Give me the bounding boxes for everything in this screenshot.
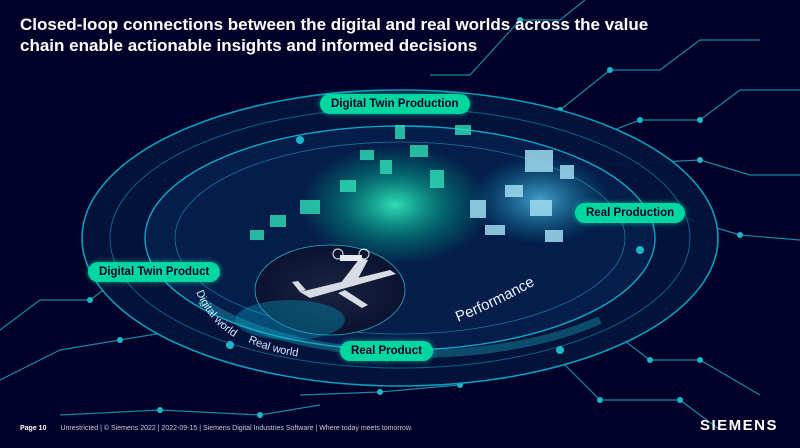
title-line-2: chain enable actionable insights and inf… (20, 36, 478, 55)
real-product-glow (235, 300, 345, 340)
title-line-1: Closed-loop connections between the digi… (20, 15, 649, 34)
airplane-icon (292, 258, 396, 308)
factory-equipment (250, 125, 471, 240)
real-product-label: Real Product (340, 341, 433, 361)
slide-title: Closed-loop connections between the digi… (20, 14, 660, 56)
footer: Page 10 Unrestricted | © Siemens 2022 | 2… (20, 425, 413, 432)
digital-twin-product-label: Digital Twin Product (88, 262, 221, 282)
siemens-logo: SIEMENS (699, 417, 778, 434)
real-production-label: Real Production (575, 203, 686, 223)
digital-twin-production-label: Digital Twin Production (320, 94, 470, 114)
real-equipment (470, 150, 574, 242)
drone-icon (332, 248, 370, 261)
page-number: Page 10 (20, 425, 47, 432)
footer-text: Unrestricted | © Siemens 2022 | 2022-09-… (60, 425, 413, 432)
